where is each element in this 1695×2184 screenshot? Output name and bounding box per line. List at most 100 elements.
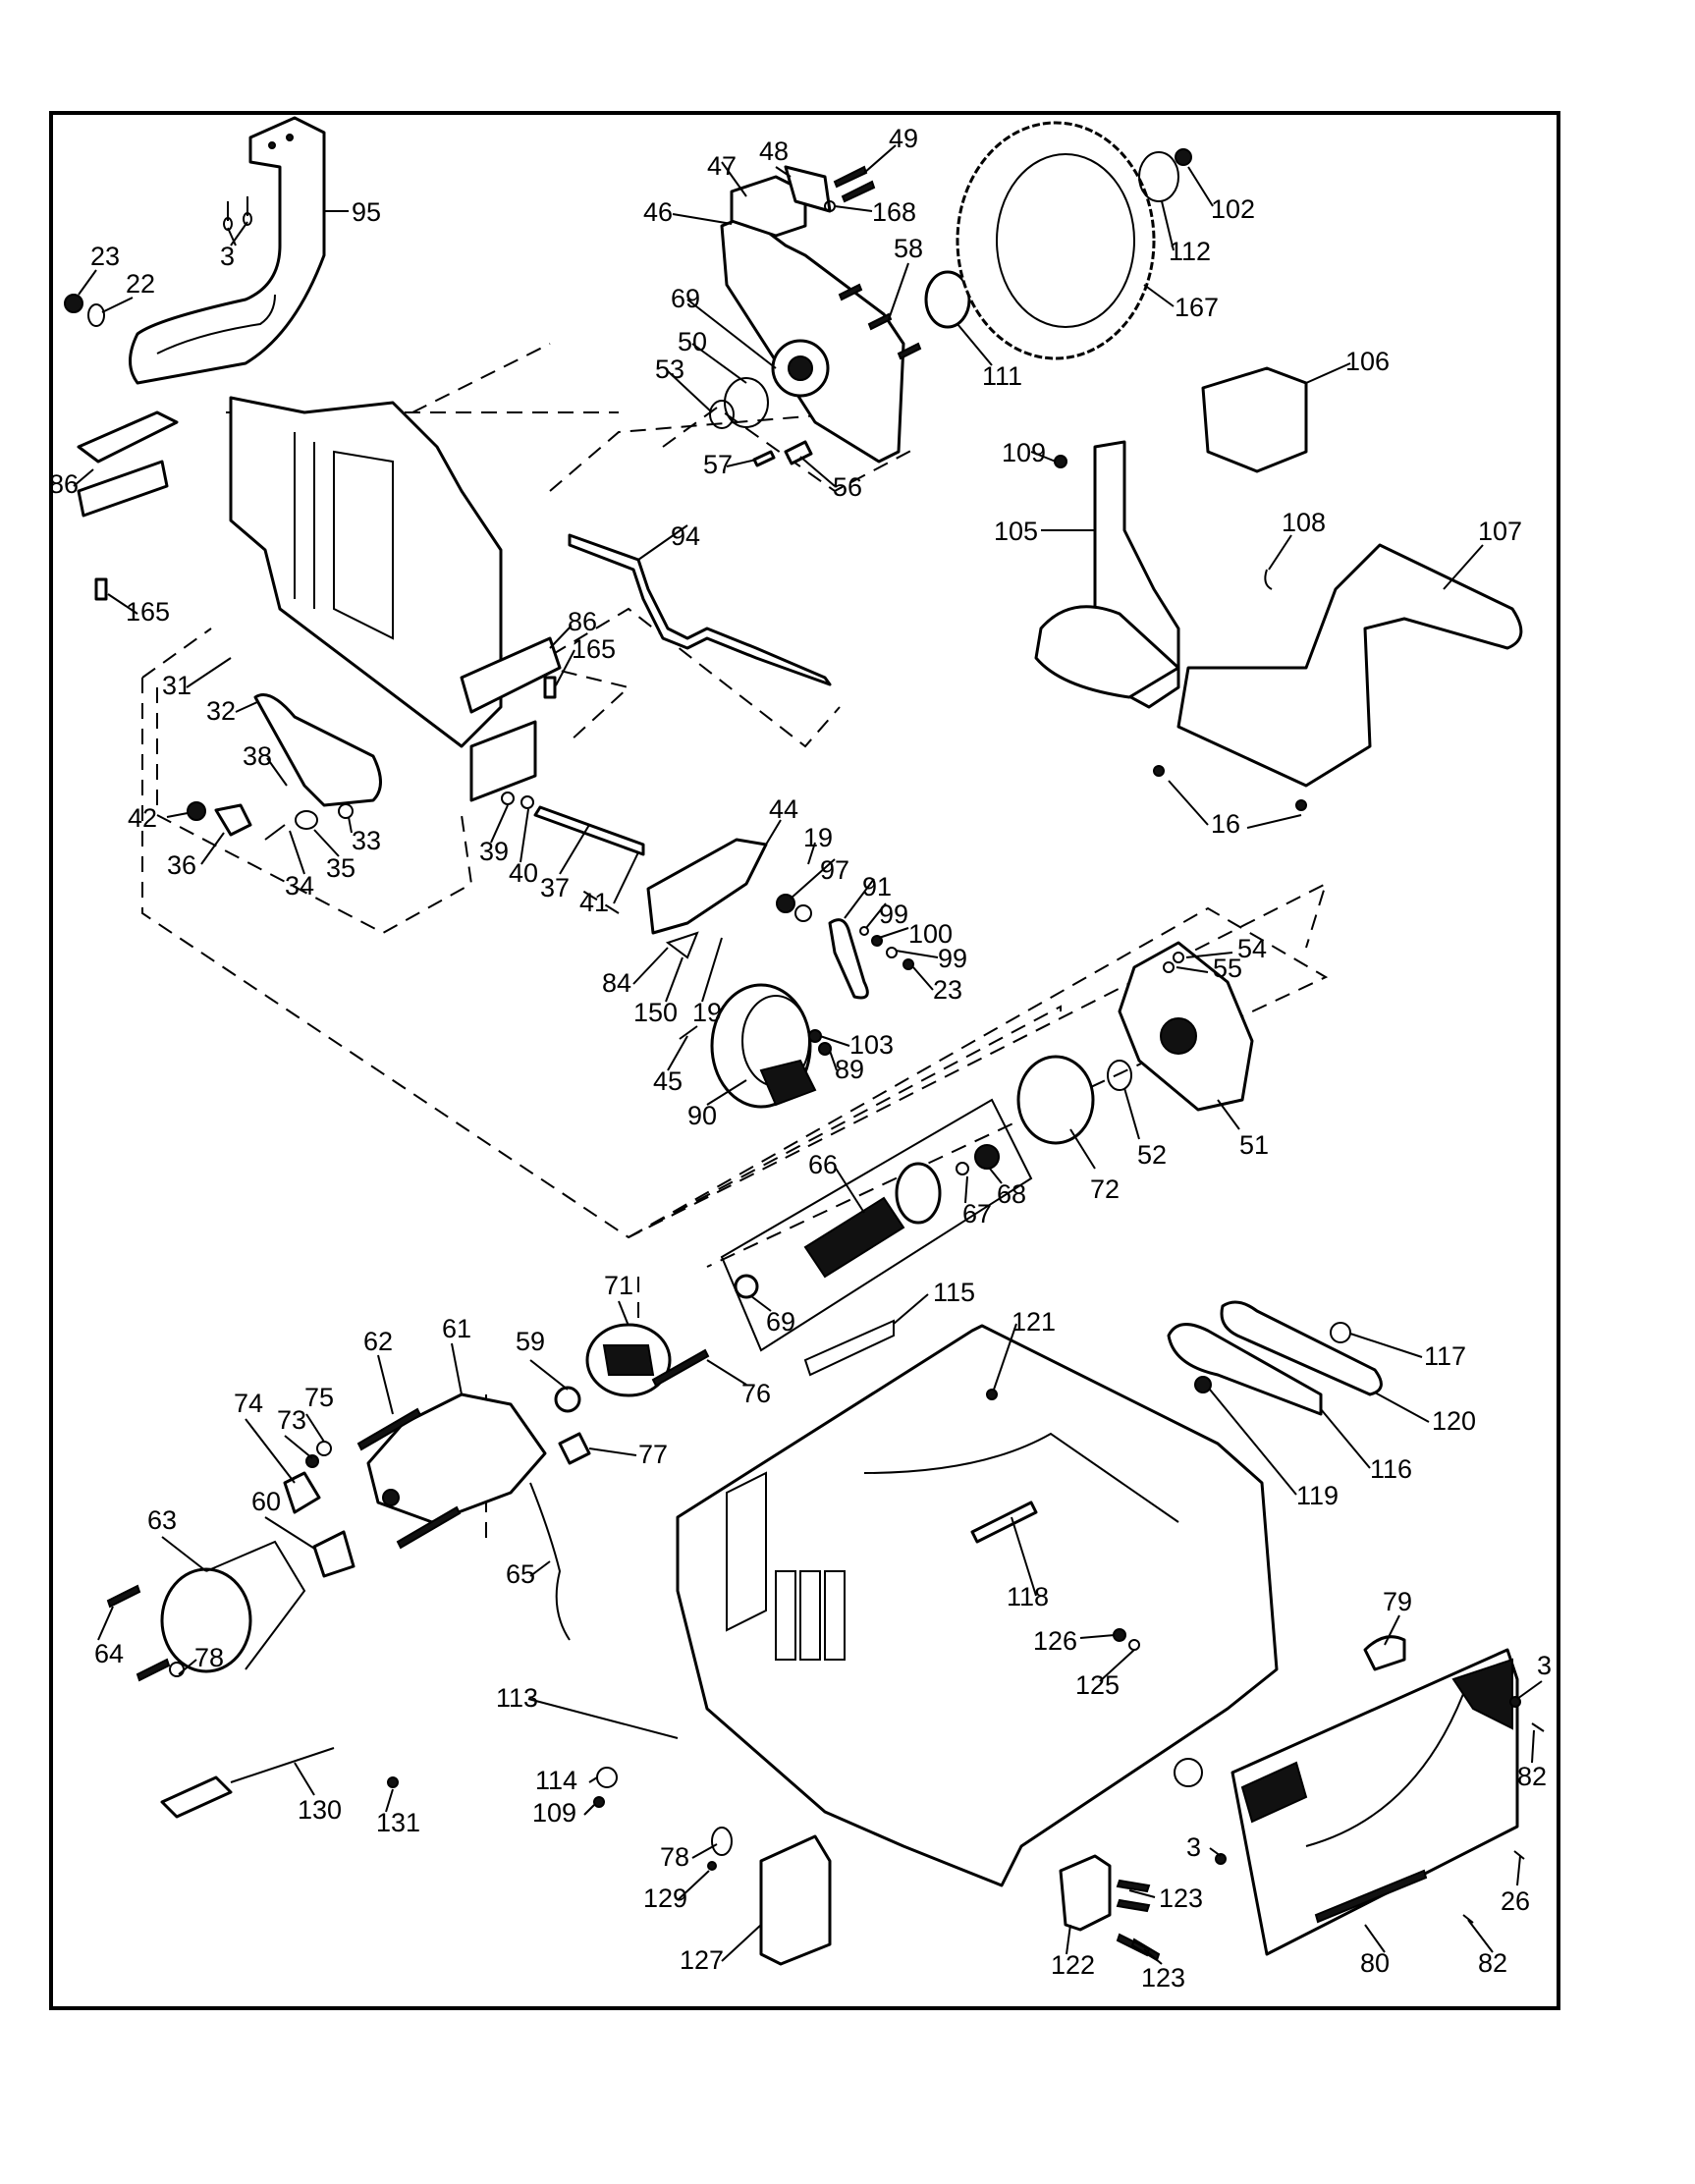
bracket-44[interactable] [646,838,768,935]
callout-84[interactable]: 84 [602,968,631,998]
callout-40[interactable]: 40 [509,858,538,888]
callout-41[interactable]: 41 [579,888,609,917]
callout-67[interactable]: 67 [962,1199,992,1228]
callout-115[interactable]: 115 [933,1278,975,1307]
saw-blade-167[interactable] [956,121,1156,360]
arbor-bracket-46[interactable] [720,214,905,464]
callout-55[interactable]: 55 [1213,954,1242,983]
wrench-116[interactable] [1167,1323,1323,1416]
callout-38[interactable]: 38 [243,741,272,771]
callout-65[interactable]: 65 [506,1559,535,1589]
callout-45[interactable]: 45 [653,1066,683,1096]
callout-165[interactable]: 165 [126,597,170,627]
callout-78b[interactable]: 78 [660,1842,689,1872]
wrench-120[interactable] [1220,1300,1383,1396]
callout-76[interactable]: 76 [741,1379,771,1408]
callout-39[interactable]: 39 [479,837,509,866]
callout-168[interactable]: 168 [872,197,916,227]
blade-guard-bracket[interactable] [129,116,326,385]
callout-91[interactable]: 91 [862,872,892,901]
callout-62[interactable]: 62 [363,1327,393,1356]
callout-69b[interactable]: 69 [766,1307,795,1337]
callout-68[interactable]: 68 [997,1179,1026,1209]
callout-50[interactable]: 50 [678,327,707,356]
callout-64[interactable]: 64 [94,1639,124,1668]
callout-57[interactable]: 57 [703,450,733,479]
callout-112[interactable]: 112 [1169,237,1211,266]
callout-79[interactable]: 79 [1383,1587,1412,1616]
callout-126[interactable]: 126 [1033,1626,1077,1656]
callout-74[interactable]: 74 [234,1389,263,1418]
callout-3c[interactable]: 3 [1186,1832,1201,1862]
callout-53[interactable]: 53 [655,355,684,384]
callout-16[interactable]: 16 [1211,809,1240,839]
callout-33[interactable]: 33 [352,826,381,855]
callout-131[interactable]: 131 [376,1808,420,1837]
callout-3b[interactable]: 3 [1537,1651,1552,1680]
callout-72[interactable]: 72 [1090,1174,1120,1204]
handwheel-90[interactable] [710,983,817,1109]
callout-167[interactable]: 167 [1175,293,1219,322]
callout-106[interactable]: 106 [1345,347,1390,376]
callout-82[interactable]: 82 [1517,1762,1547,1791]
shaft-94[interactable] [568,533,832,686]
callout-86[interactable]: 86 [49,469,79,499]
bevel-scale-plate-80[interactable] [1230,1648,1519,1956]
callout-121[interactable]: 121 [1012,1307,1056,1337]
end-cap-63[interactable] [160,1540,306,1673]
callout-165b[interactable]: 165 [572,634,616,664]
callout-48[interactable]: 48 [759,136,789,166]
callout-23[interactable]: 23 [90,242,120,271]
saw-base-113[interactable] [676,1324,1279,1887]
lever-91[interactable] [828,918,869,1000]
gear-case-72[interactable] [1016,1055,1095,1145]
callout-35[interactable]: 35 [326,853,355,883]
blade-guard-105[interactable] [1034,440,1180,709]
callout-113[interactable]: 113 [496,1683,538,1713]
callout-19b[interactable]: 19 [692,998,722,1027]
callout-130[interactable]: 130 [298,1795,342,1825]
callout-100[interactable]: 100 [908,919,953,949]
callout-34[interactable]: 34 [285,871,314,901]
callout-123[interactable]: 123 [1159,1884,1203,1913]
callout-116[interactable]: 116 [1370,1454,1412,1484]
callout-66[interactable]: 66 [808,1150,838,1179]
callout-89[interactable]: 89 [835,1055,864,1084]
dust-chute-107[interactable] [1176,543,1523,788]
gear-housing-51[interactable] [1118,941,1254,1112]
callout-23b[interactable]: 23 [933,975,962,1005]
callout-60[interactable]: 60 [251,1487,281,1516]
callout-94[interactable]: 94 [671,521,700,551]
callout-52[interactable]: 52 [1137,1140,1167,1170]
callout-122[interactable]: 122 [1051,1950,1095,1980]
callout-51[interactable]: 51 [1239,1130,1269,1160]
callout-44[interactable]: 44 [769,794,798,824]
callout-129[interactable]: 129 [643,1884,687,1913]
callout-32[interactable]: 32 [206,696,236,726]
bag-holder-127[interactable] [759,1834,832,1966]
callout-26[interactable]: 26 [1501,1886,1530,1916]
callout-117[interactable]: 117 [1424,1341,1466,1371]
motor-housing-61[interactable] [366,1392,547,1524]
callout-80[interactable]: 80 [1360,1948,1390,1978]
callout-120[interactable]: 120 [1432,1406,1476,1436]
callout-150[interactable]: 150 [633,998,678,1027]
trunnion-frame[interactable] [229,396,503,748]
callout-73[interactable]: 73 [277,1405,306,1435]
callout-118[interactable]: 118 [1007,1582,1049,1611]
callout-102[interactable]: 102 [1211,194,1255,224]
callout-42[interactable]: 42 [128,803,157,833]
callout-95[interactable]: 95 [352,197,381,227]
callout-71[interactable]: 71 [604,1271,633,1300]
callout-111[interactable]: 111 [982,361,1022,391]
callout-107[interactable]: 107 [1478,517,1522,546]
field-71[interactable] [585,1323,672,1397]
callout-125[interactable]: 125 [1075,1670,1120,1700]
callout-127[interactable]: 127 [680,1945,724,1975]
callout-105[interactable]: 105 [994,517,1038,546]
callout-97[interactable]: 97 [820,855,849,885]
callout-58[interactable]: 58 [894,234,923,263]
callout-22[interactable]: 22 [126,269,155,299]
callout-86b[interactable]: 86 [568,607,597,636]
callout-46[interactable]: 46 [643,197,673,227]
